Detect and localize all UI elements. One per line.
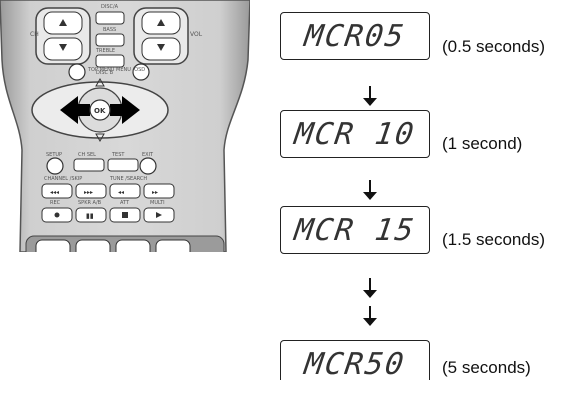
- svg-text:▮▮: ▮▮: [86, 212, 94, 220]
- down-arrow-icon: [363, 278, 377, 298]
- rec-label: REC: [50, 200, 61, 206]
- down-arrow-icon: [363, 86, 377, 106]
- right-arrow-icon[interactable]: [110, 96, 140, 124]
- duration-label: (5 seconds): [442, 358, 531, 377]
- display-window: MCR 15: [280, 206, 430, 254]
- tune-search-label: TUNE /SEARCH: [109, 176, 147, 182]
- down-arrow-icon[interactable]: [95, 133, 105, 143]
- svg-text:◂◂: ◂◂: [118, 189, 124, 196]
- vol-label: VOL: [190, 31, 203, 38]
- up-arrow-icon[interactable]: [95, 77, 105, 87]
- ch-sel-button[interactable]: [73, 158, 105, 172]
- svg-text:▸▸: ▸▸: [152, 189, 158, 196]
- exit-button[interactable]: [139, 157, 157, 175]
- number-button[interactable]: [75, 239, 111, 252]
- channel-skip-label: CHANNEL /SKIP: [44, 176, 82, 182]
- duration-label: (0.5 seconds): [442, 37, 545, 56]
- att-label: ATT: [120, 200, 130, 206]
- svg-text:◂◂◂: ◂◂◂: [50, 189, 59, 196]
- number-button[interactable]: [115, 239, 151, 252]
- treble-label: TREBLE: [95, 48, 115, 54]
- pause-button[interactable]: [75, 207, 107, 223]
- exit-label: EXIT: [142, 152, 154, 158]
- test-button[interactable]: [107, 158, 139, 172]
- skip-forward-button[interactable]: [75, 183, 107, 199]
- setup-button[interactable]: [46, 157, 64, 175]
- display-window: MCR05: [280, 12, 430, 60]
- ch-sel-label: CH SEL: [78, 152, 96, 158]
- number-button[interactable]: [35, 239, 71, 252]
- ch-label: CH: [30, 31, 39, 38]
- display-text: MCR 15: [292, 213, 418, 248]
- display-text: MCR50: [302, 347, 408, 382]
- menu-osd-label: MENU /OSD: [116, 67, 145, 73]
- record-icon: [54, 212, 60, 218]
- rewind-button[interactable]: [109, 183, 141, 199]
- disc-a-button[interactable]: [95, 11, 125, 25]
- top-menu-label: TOP MENU: [87, 67, 115, 73]
- display-window: MCR50: [280, 340, 430, 382]
- test-label: TEST: [111, 152, 125, 158]
- remote-control: CH VOL DISC/A BASS TREBLE DISC B TOP MEN…: [0, 0, 250, 252]
- display-text: MCR05: [302, 19, 408, 54]
- display-text: MCR 10: [292, 117, 418, 152]
- disc-a-label: DISC/A: [101, 4, 119, 10]
- down-arrow-icon: [363, 180, 377, 200]
- skip-back-button[interactable]: [41, 183, 73, 199]
- multi-label: MULTI: [150, 200, 165, 206]
- setup-label: SETUP: [46, 152, 62, 158]
- treble-button[interactable]: [95, 54, 125, 68]
- bass-label: BASS: [103, 27, 116, 33]
- spkr-ab-label: SPKR A/B: [78, 200, 102, 206]
- play-icon: [156, 212, 162, 218]
- number-button[interactable]: [155, 239, 191, 252]
- left-arrow-icon[interactable]: [60, 96, 90, 124]
- menu-osd-button[interactable]: [132, 63, 150, 81]
- top-menu-button[interactable]: [68, 63, 86, 81]
- duration-label: (1.5 seconds): [442, 230, 545, 249]
- display-window: MCR 10: [280, 110, 430, 158]
- ok-button[interactable]: [89, 99, 111, 121]
- ok-label: OK: [94, 107, 106, 115]
- svg-text:▸▸▸: ▸▸▸: [84, 189, 93, 196]
- down-arrow-icon: [363, 306, 377, 326]
- duration-label: (1 second): [442, 134, 523, 153]
- stop-icon: [122, 212, 128, 218]
- disc-b-label: DISC B: [96, 70, 114, 76]
- fast-forward-button[interactable]: [143, 183, 175, 199]
- bass-button[interactable]: [95, 33, 125, 47]
